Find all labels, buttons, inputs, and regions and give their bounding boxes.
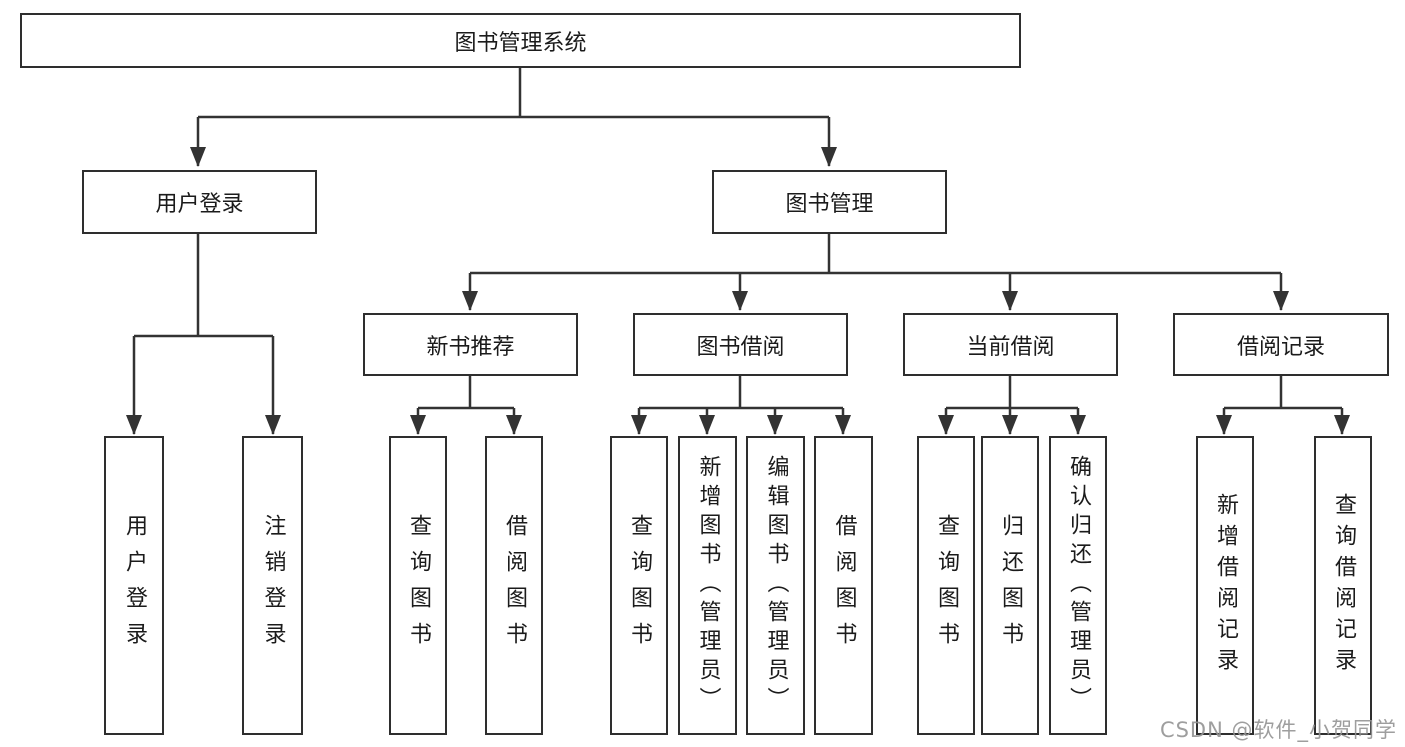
leaf-query-books-recommend: 查询图书 [389,436,447,735]
node-root-library-system: 图书管理系统 [20,13,1021,68]
leaf-label: 借阅图书 [502,513,527,658]
leaf-user-login: 用户登录 [104,436,164,735]
leaf-confirm-return-admin: 确认归还（管理员） [1049,436,1107,735]
leaf-label: 查询借阅记录 [1331,492,1356,679]
node-user-login: 用户登录 [82,170,317,234]
node-book-borrow: 图书借阅 [633,313,848,376]
leaf-label: 归还图书 [998,513,1023,658]
node-book-management: 图书管理 [712,170,947,234]
node-label: 借阅记录 [1236,334,1325,360]
node-label: 用户登录 [155,192,244,217]
leaf-query-books-current: 查询图书 [917,436,975,735]
leaf-label: 借阅图书 [831,513,857,658]
node-current-borrow: 当前借阅 [903,313,1118,376]
leaf-logout: 注销登录 [242,436,303,735]
node-label: 图书管理 [785,192,874,217]
leaf-label: 新增图书（管理员） [695,455,721,716]
leaf-edit-books-admin: 编辑图书（管理员） [746,436,805,735]
leaf-borrow-books-recommend: 借阅图书 [485,436,543,735]
leaf-query-books-borrow: 查询图书 [610,436,668,735]
node-new-book-recommend: 新书推荐 [363,313,578,376]
node-label: 图书管理系统 [454,30,587,56]
node-label: 当前借阅 [966,334,1055,360]
leaf-label: 新增借阅记录 [1213,492,1238,679]
leaf-label: 注销登录 [260,513,286,658]
node-label: 图书借阅 [696,334,785,360]
leaf-label: 用户登录 [122,513,147,658]
node-label: 新书推荐 [426,334,515,360]
leaf-add-books-admin: 新增图书（管理员） [678,436,737,735]
node-borrow-record: 借阅记录 [1173,313,1389,376]
leaf-label: 编辑图书（管理员） [763,455,789,716]
leaf-add-borrow-record: 新增借阅记录 [1196,436,1254,735]
leaf-return-books: 归还图书 [981,436,1039,735]
connector-trunks [134,67,1342,410]
leaf-label: 确认归还（管理员） [1066,455,1091,716]
csdn-watermark: CSDN @软件_小贺同学 [1159,718,1397,742]
leaf-query-borrow-record: 查询借阅记录 [1314,436,1372,735]
leaf-label: 查询图书 [627,513,652,658]
leaf-borrow-books: 借阅图书 [814,436,873,735]
leaf-label: 查询图书 [406,513,431,658]
leaf-label: 查询图书 [934,513,959,658]
